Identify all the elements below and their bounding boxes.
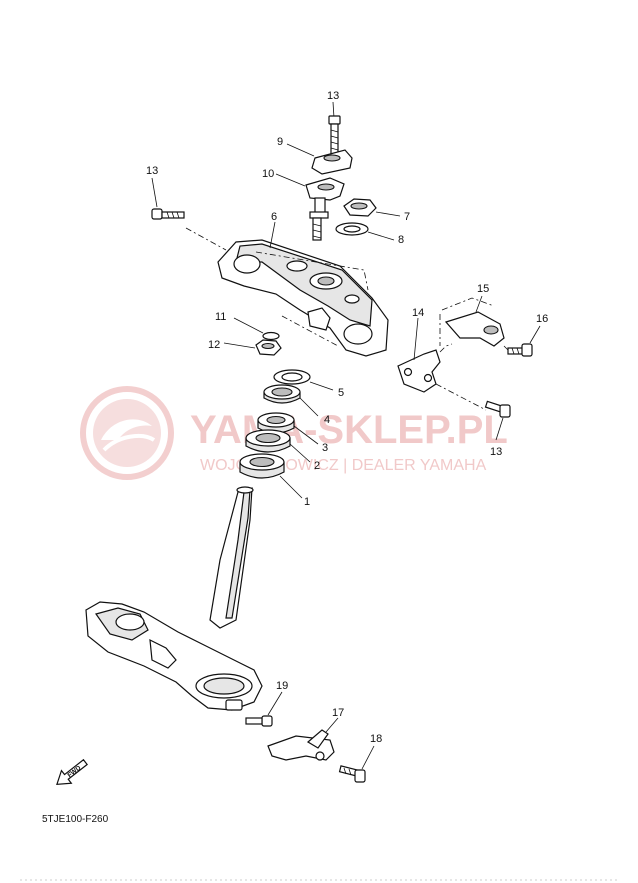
callout-1: 1 [304,496,310,508]
bolt-18 [338,745,375,783]
callout-16: 16 [536,313,548,325]
under-bracket-stem [85,486,263,711]
callout-labels: 13 9 13 10 7 6 8 15 14 11 16 12 5 4 3 13… [146,90,548,745]
handlebar-holder-lower-10 [275,173,345,241]
callout-11: 11 [215,311,226,323]
callout-14: 14 [412,307,424,319]
bolt-13-top [328,101,341,157]
bolt-13-right [484,400,511,441]
nut-12 [223,339,282,356]
clamp-15 [439,295,505,347]
callout-13-left: 13 [146,165,158,177]
callout-7: 7 [404,211,410,223]
washer-8 [335,222,395,241]
callout-13-top: 13 [327,90,339,102]
callout-5: 5 [338,387,344,399]
callout-3: 3 [322,442,328,454]
nut-7 [343,198,401,217]
watermark-logo [80,386,174,480]
guide-17 [267,717,339,761]
callout-15: 15 [477,283,489,295]
callout-17: 17 [332,707,344,719]
callout-10: 10 [262,168,274,180]
upper-bracket-6 [217,221,389,357]
seal-3 [257,412,319,445]
callout-13-right: 13 [490,446,502,458]
bolt-13-left [151,177,227,251]
callout-19: 19 [276,680,288,692]
ring-nut-4 [263,384,319,417]
watermark: YAMA-SKLEP.PL WOJCIECHOWICZ | DEALER YAM… [80,386,508,480]
diagram-code: 5TJE100-F260 [42,814,109,825]
callout-9: 9 [277,136,283,148]
callout-18: 18 [370,733,382,745]
handlebar-holder-upper-9 [286,143,353,175]
washer-5 [273,369,334,391]
callout-6: 6 [271,211,277,223]
fwd-arrow-icon: FWD [56,758,88,785]
bearing-1 [239,453,303,499]
callout-8: 8 [398,234,404,246]
washer-11 [233,317,280,341]
watermark-title: YAMA-SKLEP.PL [190,408,508,452]
callout-2: 2 [314,460,320,472]
bolt-16 [503,325,541,357]
bracket-14 [397,317,487,411]
callout-12: 12 [208,339,220,351]
bearing-2 [245,429,311,463]
callout-4: 4 [324,414,330,426]
bolt-19 [245,691,283,727]
